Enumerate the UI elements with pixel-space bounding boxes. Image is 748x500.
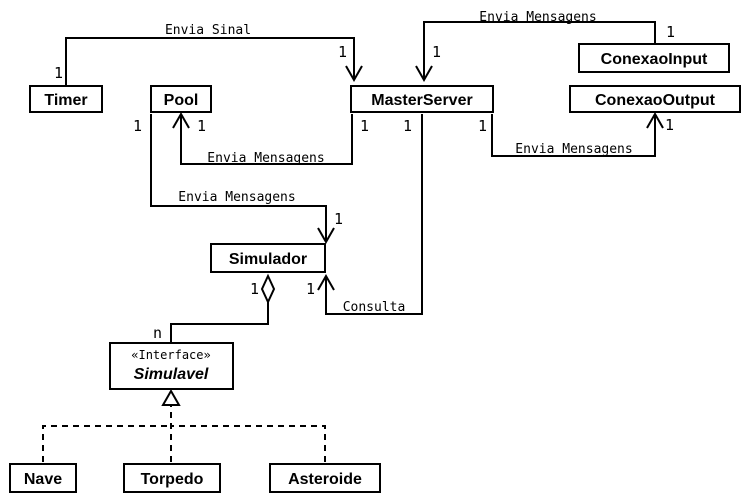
- label-timer-masterserver: Envia Sinal: [165, 23, 251, 38]
- realization-triangle: [161, 388, 181, 406]
- edge-pool-simulador: [150, 114, 327, 242]
- mult-simulador-from-masterserver: 1: [306, 280, 315, 298]
- mult-pool-out: 1: [133, 117, 142, 135]
- class-conexaoinput-name: ConexaoInput: [601, 51, 708, 68]
- class-conexaooutput[interactable]: ConexaoOutput: [569, 85, 741, 113]
- class-asteroide-name: Asteroide: [288, 471, 362, 488]
- mult-masterserver-from-timer: 1: [338, 43, 347, 61]
- mult-pool-in: 1: [197, 117, 206, 135]
- class-conexaooutput-name: ConexaoOutput: [595, 92, 716, 109]
- mult-masterserver-to-simulador: 1: [403, 117, 412, 135]
- class-simulador-name: Simulador: [229, 251, 307, 268]
- simulavel-stereotype: «Interface»: [131, 348, 210, 362]
- edge-conexaoinput-masterserver: [423, 21, 656, 80]
- label-masterserver-pool: Envia Mensagens: [207, 151, 324, 166]
- edge-simulador-simulavel: [170, 302, 269, 343]
- class-nave-name: Nave: [24, 471, 62, 488]
- class-conexaoinput[interactable]: ConexaoInput: [578, 43, 730, 73]
- arrowhead-masterserver-pool: [172, 111, 190, 129]
- edge-asteroide-simulavel: [171, 425, 326, 462]
- class-simulador[interactable]: Simulador: [210, 243, 326, 273]
- arrowhead-pool-simulador: [317, 227, 335, 245]
- edge-timer-masterserver: [65, 37, 355, 86]
- mult-simulavel-end: n: [153, 324, 162, 342]
- class-timer[interactable]: Timer: [29, 85, 103, 113]
- class-torpedo[interactable]: Torpedo: [123, 463, 221, 493]
- class-pool-name: Pool: [164, 92, 199, 109]
- label-masterserver-simulador: Consulta: [343, 300, 406, 315]
- mult-conexaoinput-end: 1: [666, 23, 675, 41]
- class-masterserver[interactable]: MasterServer: [350, 85, 494, 113]
- aggregation-diamond: [260, 273, 276, 305]
- label-conexaoinput-masterserver: Envia Mensagens: [479, 10, 596, 25]
- arrowhead-masterserver-conexaooutput: [646, 111, 664, 129]
- class-timer-name: Timer: [44, 92, 87, 109]
- mult-timer-end: 1: [54, 64, 63, 82]
- class-asteroide[interactable]: Asteroide: [269, 463, 381, 493]
- edge-masterserver-simulador: [325, 114, 423, 315]
- mult-simulador-from-pool: 1: [334, 210, 343, 228]
- label-pool-simulador: Envia Mensagens: [178, 190, 295, 205]
- label-masterserver-conexaooutput: Envia Mensagens: [515, 142, 632, 157]
- interface-simulavel-name: Simulavel: [134, 366, 209, 383]
- arrowhead-masterserver-simulador: [317, 273, 335, 291]
- edge-masterserver-conexaooutput: [491, 114, 656, 157]
- class-masterserver-name: MasterServer: [371, 92, 472, 109]
- class-torpedo-name: Torpedo: [141, 471, 204, 488]
- mult-masterserver-to-conexaooutput: 1: [478, 117, 487, 135]
- interface-simulavel[interactable]: «Interface» Simulavel: [109, 342, 234, 390]
- mult-masterserver-from-input: 1: [432, 43, 441, 61]
- class-pool[interactable]: Pool: [150, 85, 212, 113]
- arrowhead-timer-masterserver: [345, 65, 363, 83]
- edge-masterserver-pool: [180, 114, 353, 165]
- mult-masterserver-to-pool: 1: [360, 117, 369, 135]
- mult-simulador-aggregate: 1: [250, 280, 259, 298]
- edge-nave-simulavel: [42, 425, 171, 462]
- arrowhead-conexaoinput-masterserver: [415, 65, 433, 83]
- mult-conexaooutput-end: 1: [665, 116, 674, 134]
- class-nave[interactable]: Nave: [9, 463, 77, 493]
